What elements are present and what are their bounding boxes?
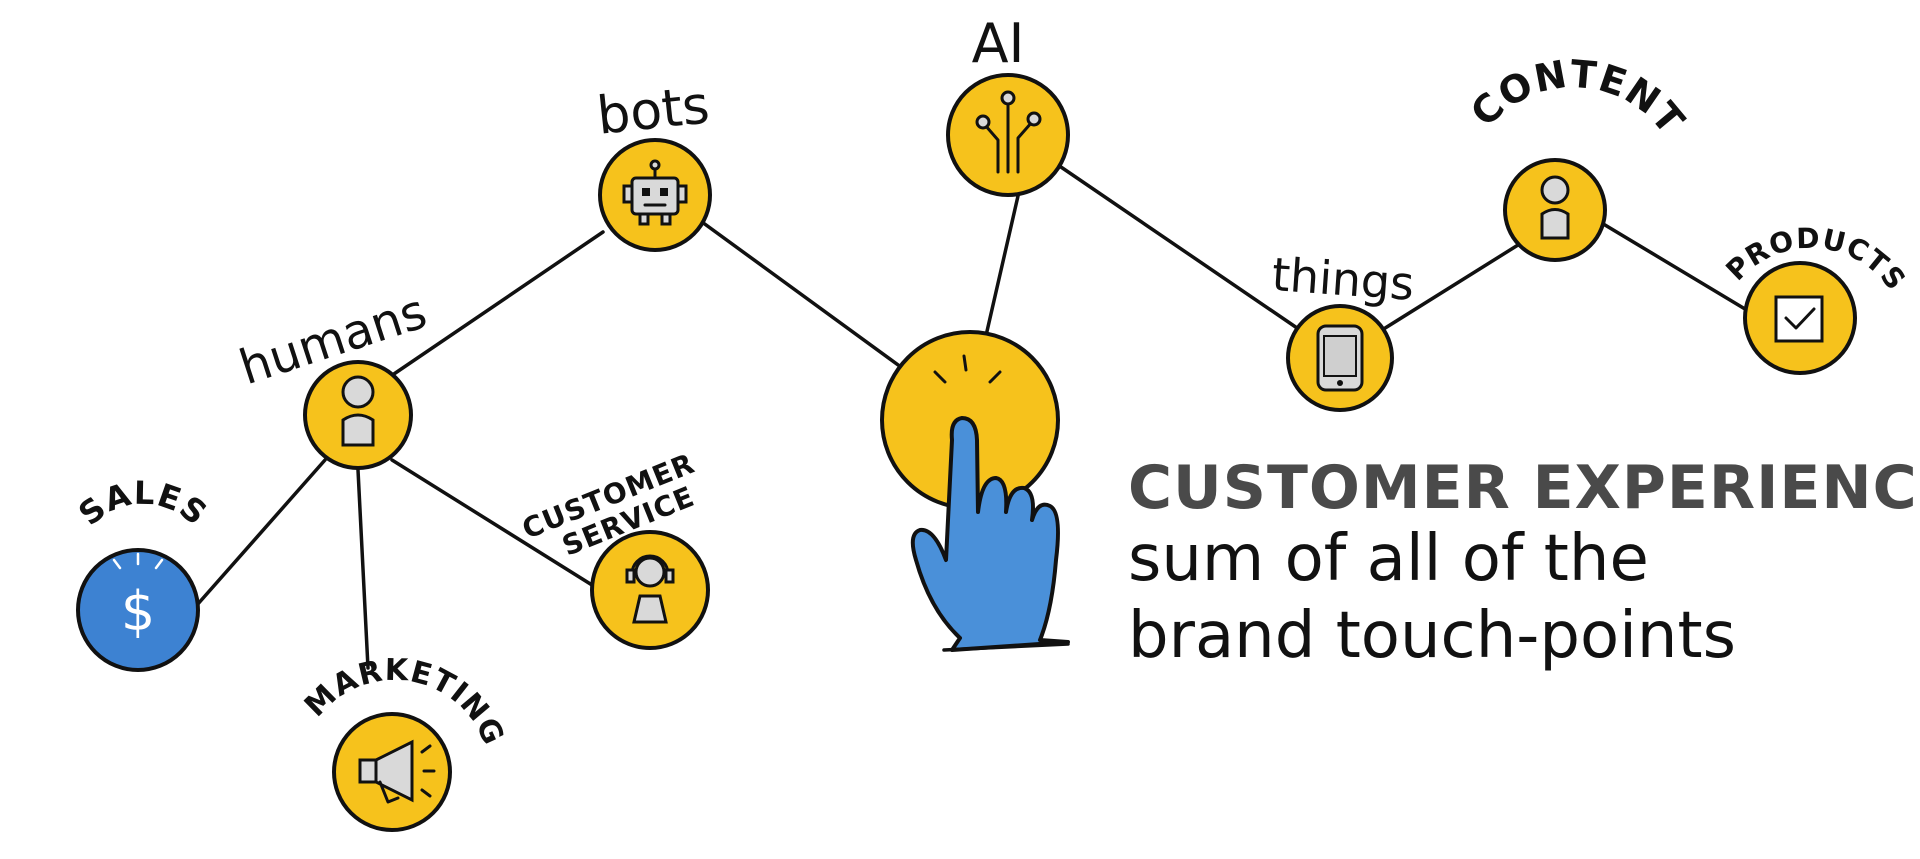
customer-service-circle	[590, 530, 710, 650]
megaphone-icon	[358, 739, 436, 804]
edge-things-content	[1380, 243, 1520, 332]
node-ai: AI	[946, 12, 1070, 197]
bots-label: bots	[594, 75, 712, 146]
edges	[195, 163, 1762, 670]
sales-circle	[76, 548, 200, 672]
caption-line-1: sum of all of the	[1128, 522, 1649, 596]
circuit-icon	[975, 90, 1042, 174]
checkbox-icon	[1774, 295, 1824, 343]
headset-icon	[625, 554, 675, 624]
node-products: PRODUCTS	[1719, 222, 1912, 375]
node-humans: humans	[233, 283, 433, 470]
caption-title: CUSTOMER EXPERIENCE	[1128, 453, 1920, 523]
caption-line-2: brand touch-points	[1128, 598, 1736, 673]
node-things: things	[1270, 247, 1416, 412]
edge-bots-touch	[700, 220, 907, 372]
edge-humans-marketing	[356, 468, 370, 670]
node-sales: $ SALES	[71, 474, 214, 672]
edge-humans-customer-service	[390, 458, 602, 592]
edge-humans-sales	[195, 458, 327, 607]
node-touch	[880, 330, 1070, 652]
node-marketing: MARKETING	[298, 653, 510, 832]
edge-humans-bots	[386, 230, 605, 380]
hand-base-line	[942, 642, 1070, 652]
pointing-hand-icon	[910, 416, 1070, 652]
phone-icon	[1316, 324, 1364, 392]
edge-content-products	[1598, 220, 1762, 320]
touch-spark-lines	[933, 354, 1002, 384]
svg-text:$: $	[121, 580, 155, 643]
person-icon	[1540, 175, 1570, 240]
ai-label: AI	[972, 12, 1025, 75]
node-customer-service: CUSTOMER SERVICE	[517, 447, 710, 650]
node-content: CONTENT	[1462, 52, 1693, 262]
dollar-icon: $	[112, 552, 164, 643]
edge-ai-touch	[983, 194, 1020, 342]
things-label: things	[1270, 247, 1416, 311]
node-bots: bots	[594, 75, 712, 252]
sales-label: SALES	[71, 474, 214, 533]
robot-icon	[622, 159, 688, 226]
content-label: CONTENT	[1462, 52, 1693, 143]
caption-block: CUSTOMER EXPERIENCE sum of all of the br…	[1128, 453, 1920, 675]
edge-ai-things	[1056, 163, 1302, 332]
person-icon	[341, 375, 375, 447]
